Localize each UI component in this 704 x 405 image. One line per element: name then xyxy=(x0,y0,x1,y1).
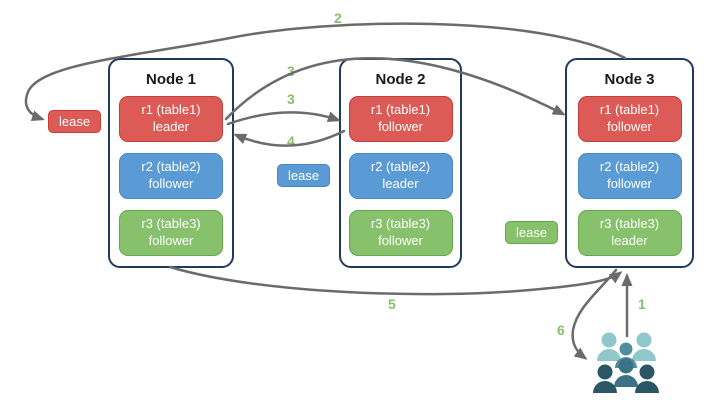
node-3-replica-r3: r3 (table3) leader xyxy=(577,210,682,256)
step-label-3a: 3 xyxy=(287,63,295,79)
users-group-icon xyxy=(593,332,659,393)
step-label-2: 2 xyxy=(334,10,342,26)
lease-badge-red: lease xyxy=(48,110,102,133)
node-1-box: Node 1 r1 (table1) leader r2 (table2) fo… xyxy=(108,58,234,268)
replica-role: follower xyxy=(378,233,423,248)
replica-role: follower xyxy=(378,119,423,134)
node-1-replica-r1: r1 (table1) leader xyxy=(119,96,223,142)
replica-role: leader xyxy=(611,233,648,248)
replica-role: follower xyxy=(148,233,194,248)
node-2-replica-r3: r3 (table3) follower xyxy=(348,210,453,256)
node-2-box: Node 2 r1 (table1) follower r2 (table2) … xyxy=(339,58,462,268)
arrow-5-node1-to-node3 xyxy=(168,265,623,296)
replica-name: r3 (table3) xyxy=(141,216,201,232)
node-1-replica-r2: r2 (table2) follower xyxy=(119,153,223,199)
node-2-replicas: r1 (table1) follower r2 (table2) leader … xyxy=(341,96,460,256)
node-2-title: Node 2 xyxy=(375,71,426,88)
node-2-replica-r2: r2 (table2) leader xyxy=(348,153,453,199)
step-label-1: 1 xyxy=(638,296,646,312)
node-3-box: Node 3 r1 (table1) follower r2 (table2) … xyxy=(565,58,694,268)
lease-badge-blue: lease xyxy=(277,164,331,187)
replica-name: r2 (table2) xyxy=(370,159,431,175)
node-1-replica-r3: r3 (table3) follower xyxy=(119,210,223,256)
replica-name: r1 (table1) xyxy=(141,102,201,118)
replica-role: leader xyxy=(382,176,419,191)
replica-name: r2 (table2) xyxy=(141,159,201,175)
replica-role: leader xyxy=(152,119,190,134)
replica-name: r3 (table3) xyxy=(370,216,431,232)
replica-name: r1 (table1) xyxy=(599,102,660,118)
replica-role: follower xyxy=(148,176,194,191)
step-label-6: 6 xyxy=(557,322,565,338)
replica-role: follower xyxy=(607,176,652,191)
node-1-title: Node 1 xyxy=(145,71,196,88)
step-label-3b: 3 xyxy=(287,91,295,107)
arrow-6-node3-to-users xyxy=(571,268,618,360)
step-label-4: 4 xyxy=(287,133,295,149)
node-3-title: Node 3 xyxy=(604,71,655,88)
lease-badge-green: lease xyxy=(505,221,559,244)
node-3-replica-r1: r1 (table1) follower xyxy=(577,96,682,142)
node-3-replicas: r1 (table1) follower r2 (table2) followe… xyxy=(567,96,692,256)
node-2-replica-r1: r1 (table1) follower xyxy=(348,96,453,142)
replica-name: r1 (table1) xyxy=(370,102,431,118)
replica-name: r2 (table2) xyxy=(599,159,660,175)
arrow-3-node1-to-node2 xyxy=(226,111,341,126)
replica-name: r3 (table3) xyxy=(599,216,660,232)
node-3-replica-r2: r2 (table2) follower xyxy=(577,153,682,199)
replica-role: follower xyxy=(607,119,652,134)
node-1-replicas: r1 (table1) leader r2 (table2) follower … xyxy=(110,96,232,256)
step-label-5: 5 xyxy=(388,296,396,312)
